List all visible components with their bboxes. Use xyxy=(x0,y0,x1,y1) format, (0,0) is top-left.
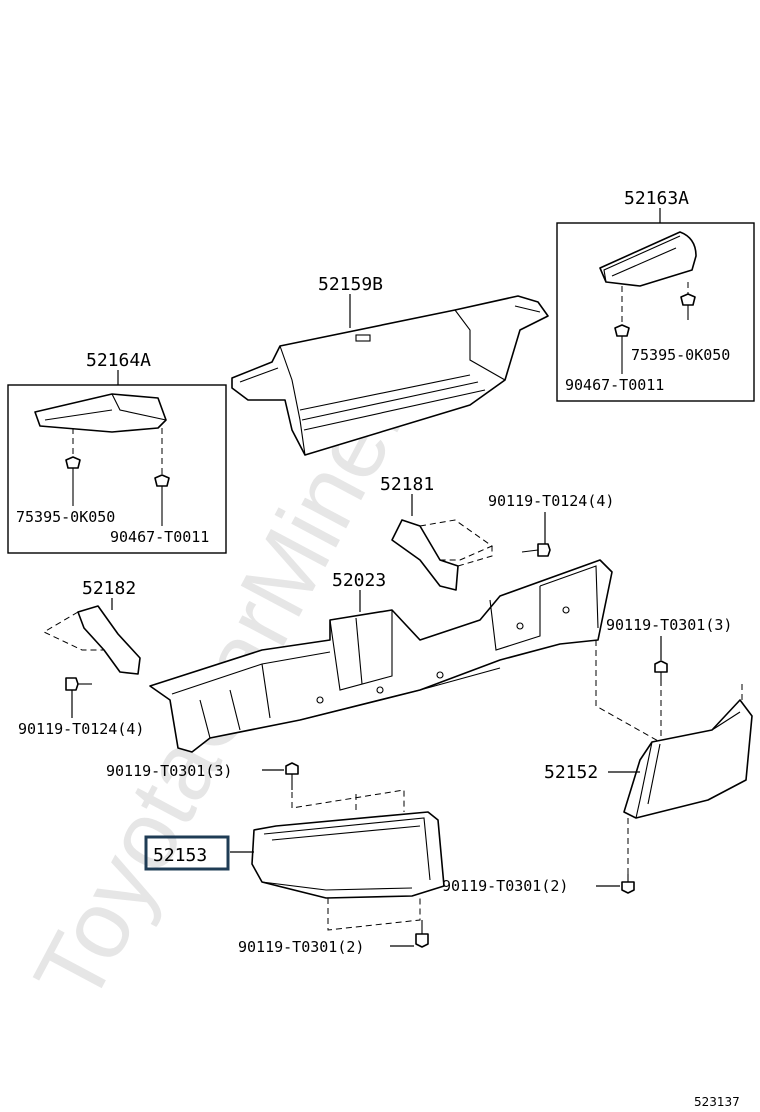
highlight-box-52153 xyxy=(144,835,230,871)
label-52163A[interactable]: 52163A xyxy=(624,188,689,209)
clip-icon-left xyxy=(65,456,81,506)
screw-icon-left xyxy=(154,474,170,526)
label-52182[interactable]: 52182 xyxy=(82,578,136,599)
label-bolt-0124-right[interactable]: 90119-T0124(4) xyxy=(488,492,614,510)
kit-box-52163A xyxy=(556,222,755,402)
label-bolt-0301-right-top[interactable]: 90119-T0301(3) xyxy=(606,616,732,634)
label-clip-left[interactable]: 75395-0K050 xyxy=(16,508,115,526)
bolt-icon-52152-bottom xyxy=(621,874,635,894)
bumper-end-52152[interactable] xyxy=(623,699,753,819)
label-bolt-0301-left-top[interactable]: 90119-T0301(3) xyxy=(106,762,232,780)
label-bolt-0124-left[interactable]: 90119-T0124(4) xyxy=(18,720,144,738)
label-52152[interactable]: 52152 xyxy=(544,762,598,783)
label-52153[interactable]: 52153 xyxy=(153,845,207,866)
label-52159B[interactable]: 52159B xyxy=(318,274,383,295)
step-pad-52164A[interactable] xyxy=(34,393,167,433)
bolt-icon-52182 xyxy=(65,677,92,691)
label-screw-right[interactable]: 90467-T0011 xyxy=(565,376,664,394)
bracket-52182[interactable] xyxy=(77,605,141,675)
bolt-icon-52153-bottom xyxy=(415,920,429,948)
step-pad-52163A[interactable] xyxy=(599,231,697,287)
label-screw-left[interactable]: 90467-T0011 xyxy=(110,528,209,546)
label-clip-right[interactable]: 75395-0K050 xyxy=(631,346,730,364)
bolt-icon-52153-top xyxy=(285,762,299,790)
bolt-icon-52181 xyxy=(521,543,551,557)
crossmember-52023[interactable] xyxy=(149,559,613,753)
label-bolt-0301-left-bottom[interactable]: 90119-T0301(2) xyxy=(238,938,364,956)
diagram-reference-number: 523137 xyxy=(694,1095,740,1109)
label-52181[interactable]: 52181 xyxy=(380,474,434,495)
bumper-end-52153[interactable] xyxy=(251,811,445,899)
kit-box-52164A xyxy=(7,384,227,554)
step-plate-52159B[interactable] xyxy=(231,295,549,456)
label-bolt-0301-right-bottom[interactable]: 90119-T0301(2) xyxy=(442,877,568,895)
bracket-52181[interactable] xyxy=(391,519,459,591)
screw-icon-right xyxy=(614,324,630,374)
label-52023[interactable]: 52023 xyxy=(332,570,386,591)
bolt-icon-52152-top xyxy=(654,660,668,686)
clip-icon-right xyxy=(680,293,696,320)
label-52164A[interactable]: 52164A xyxy=(86,350,151,371)
